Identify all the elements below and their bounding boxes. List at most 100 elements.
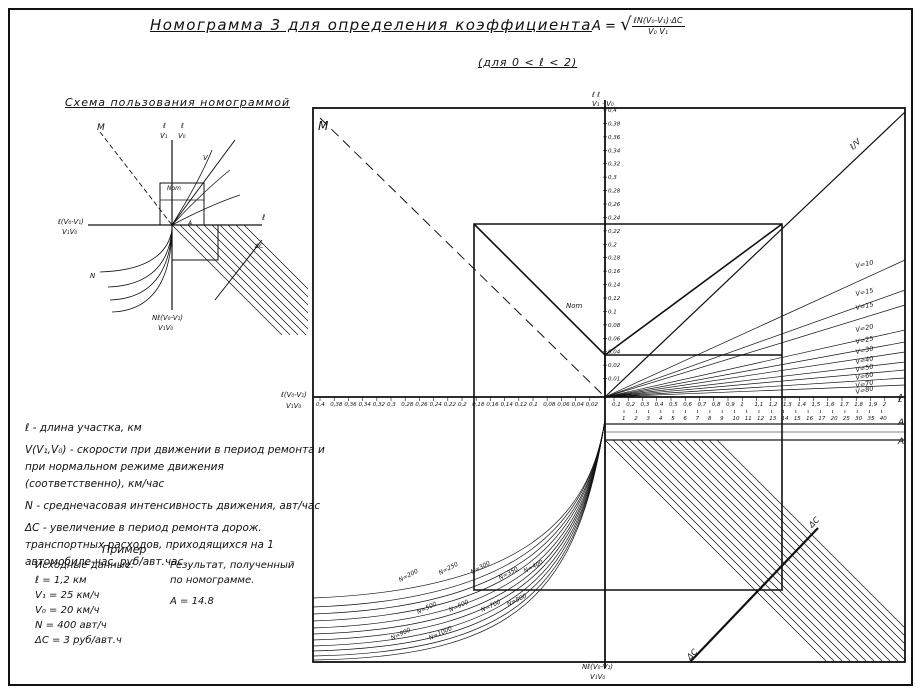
bottom-axis-label-num: Nℓ(V₀-V₁) (582, 663, 613, 671)
left-scale-label: 0,38 (330, 402, 343, 408)
scheme-label-left-den: V₁V₀ (62, 228, 77, 236)
a-scale-label: 10 (732, 416, 739, 422)
scheme-label-l: ℓ (261, 213, 265, 222)
left-scale-label: 0,02 (586, 402, 599, 408)
l-scale-label: 1,3 (783, 402, 792, 408)
l-scale-label: 0,3 (641, 402, 650, 408)
top-axis-label-den: V₁ · V₀ (592, 100, 614, 108)
label-a-axis-2: A (897, 437, 904, 447)
v-curve-label: V=15 (855, 300, 874, 312)
example-source-line: ℓ = 1,2 км (35, 575, 87, 586)
left-scale-label: 0,3 (387, 402, 396, 408)
scheme-label-m: M (97, 123, 105, 133)
label-l-axis: ℓ (897, 392, 903, 405)
left-scale-label: 0,08 (543, 402, 556, 408)
l-scale-label: 0,8 (712, 402, 721, 408)
a-scale-label: 14 (782, 416, 789, 422)
left-scale-label: 0,4 (316, 402, 325, 408)
example-source-line: V₁ = 25 км/ч (35, 590, 100, 601)
scheme-label-a: A (187, 220, 192, 227)
a-scale-label: 2 (634, 416, 638, 422)
a-scale-label: 1 (622, 416, 626, 422)
dc-scale-line (689, 527, 819, 663)
left-axis-label-num: ℓ(V₀-V₁) (280, 391, 307, 399)
n-curves (313, 419, 605, 661)
vertical-scale-label: 0,14 (608, 283, 621, 289)
vertical-scale-label: 0,02 (608, 363, 621, 369)
l-scale-label: 1,1 (755, 402, 764, 408)
a-scale-label: 9 (720, 416, 724, 422)
legend-l: ℓ - длина участка, км (25, 422, 142, 434)
dc-lines (605, 440, 905, 662)
formula-numerator: ℓN(V₀-V₁)·ΔC (631, 16, 685, 27)
l-scale-label: 0,1 (612, 402, 621, 408)
l-scale-label: 1 (740, 402, 744, 408)
example-source-heading: Исходные данные: (35, 560, 135, 571)
scheme-n-curves (99, 229, 173, 313)
left-scale-label: 0,12 (515, 402, 528, 408)
scheme-labels: M ℓ V₁ ℓ V₀ ℓ(V₀-V₁) V₁V₀ ℓ V Nom N ΔC A… (57, 122, 265, 332)
scheme-label-bottom-num: Nℓ(V₀-V₁) (152, 314, 183, 322)
left-scale-label: 0,22 (444, 402, 457, 408)
n-curve-label: N=300 (470, 560, 492, 576)
left-scale-label: 0,28 (401, 402, 414, 408)
l-scale-label: 1,9 (869, 402, 878, 408)
vertical-scale-label: 0,36 (608, 135, 621, 141)
v-curve-label: V=70 (855, 378, 874, 390)
scheme-label-top-den2: V₀ (178, 132, 186, 140)
a-scale-label: 3 (647, 416, 651, 422)
vertical-scale-label: 0,26 (608, 202, 621, 208)
vertical-scale-label: 0,06 (608, 336, 621, 342)
vertical-scale-label: 0,38 (608, 121, 621, 127)
top-axis-label-num: ℓ ℓ (591, 91, 600, 99)
a-scale-label: 11 (745, 416, 752, 422)
v-curve-label: V=40 (855, 354, 874, 366)
v-curve-label: V=30 (855, 344, 874, 356)
n-curve-label: N=1000 (428, 625, 454, 642)
label-dc-2: ΔC (684, 647, 699, 662)
label-m: M (318, 119, 329, 133)
vertical-scale-label: 0,32 (608, 162, 621, 168)
a-scale-label: 20 (831, 416, 838, 422)
n-curve-label: N=200 (398, 568, 420, 584)
a-scale-label: 5 (671, 416, 675, 422)
vertical-scale-label: 0,24 (608, 215, 621, 221)
a-scale-label: 4 (659, 416, 663, 422)
scheme-label-top-den: V₁ (160, 132, 168, 140)
example-source-line: N = 400 авт/ч (35, 620, 107, 631)
vertical-scale-label: 0,08 (608, 323, 621, 329)
left-scale-label: 0,34 (359, 402, 372, 408)
label-dc: ΔC (806, 515, 821, 530)
vertical-scale-label: 0,22 (608, 229, 621, 235)
a-scale-label: 30 (855, 416, 862, 422)
label-nom: Nom (566, 302, 583, 310)
solution-frame-outer (473, 223, 783, 591)
a-scale-label: 13 (769, 416, 776, 422)
m-dashed-line (319, 117, 606, 398)
scheme-label-n: N (90, 272, 96, 280)
example-title: Пример (102, 543, 147, 556)
example-source-line: ΔC = 3 руб/авт.ч (35, 635, 122, 646)
a-scale-label: 15 (794, 416, 801, 422)
left-axis-label-den: V₁V₀ (286, 402, 301, 410)
axis-ticks (319, 109, 886, 413)
scheme-dc-line (214, 239, 263, 301)
legend-dc: ΔC - увеличение в период ремонта дорож. … (25, 522, 274, 568)
a-scale-label: 25 (843, 416, 850, 422)
v-curve-label: V=50 (855, 362, 874, 374)
scheme-v-curves (171, 149, 241, 226)
v-curve-label: V=60 (855, 370, 874, 382)
a-scale-label: 35 (867, 416, 874, 422)
l-scale-label: 1,7 (840, 402, 849, 408)
l-scale-label: 0,5 (669, 402, 678, 408)
example-result-value: A = 14.8 (170, 596, 214, 607)
vertical-scale-label: 0,1 (608, 309, 617, 315)
formula-denominator: V₀ V₁ (648, 27, 669, 36)
page-subtitle: (для 0 < ℓ < 2) (478, 56, 578, 69)
l-scale-label: 1,5 (812, 402, 821, 408)
scheme-label-nom: Nom (167, 185, 181, 192)
l-scale-label: 1,6 (826, 402, 835, 408)
legend: ℓ - длина участка, км V(V₁,V₀) - скорост… (25, 420, 325, 576)
